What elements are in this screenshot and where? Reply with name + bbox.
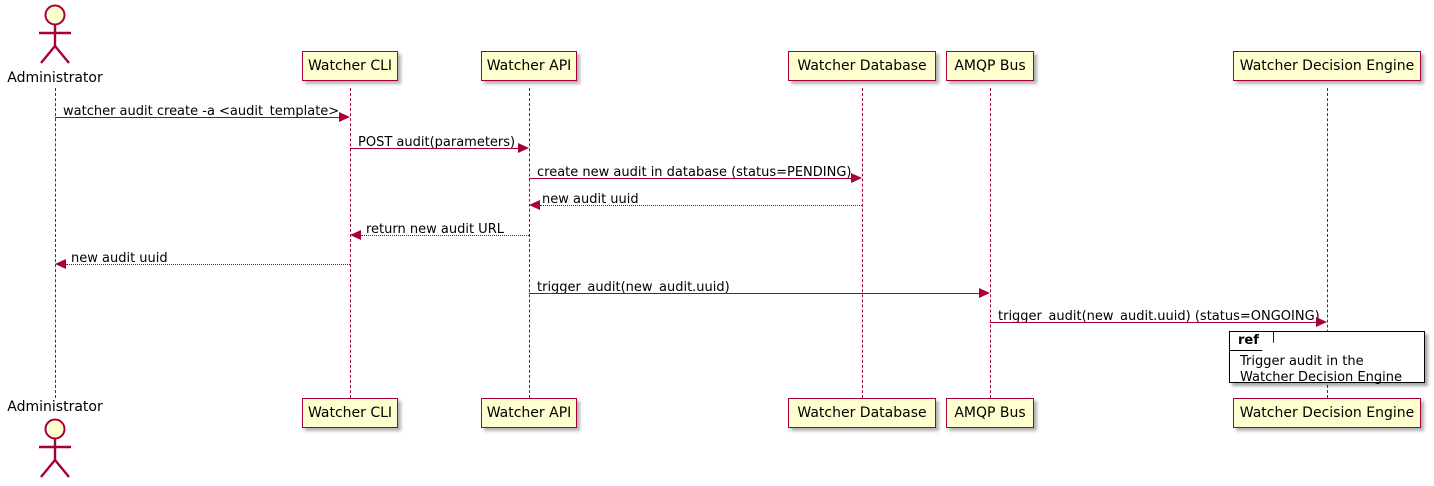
participant-label: Watcher Database [797,58,927,74]
message-label-m7: trigger_audit(new_audit.uuid) [537,280,730,295]
participant-label: AMQP Bus [954,405,1026,421]
participant-watcher-api-bottom[interactable]: Watcher API [481,398,577,428]
ref-keyword: ref [1230,332,1274,351]
participant-label: Watcher API [486,58,572,74]
message-label-m1: watcher audit create -a <audit_template> [63,104,340,119]
participant-watcher-cli-top[interactable]: Watcher CLI [302,51,398,81]
message-arrowhead-m1 [339,112,350,122]
actor-administrator-top[interactable] [25,4,85,70]
message-label-m3: create new audit in database (status=PEN… [537,165,852,180]
message-label-m8: trigger_audit(new_audit.uuid) (status=ON… [998,309,1320,324]
actor-administrator-bottom-label: Administrator [7,399,103,415]
participant-watcher-database-top[interactable]: Watcher Database [788,51,936,81]
message-arrowhead-m2 [518,143,529,153]
message-label-m6: new audit uuid [71,251,168,266]
message-label-m4: new audit uuid [542,192,639,207]
participant-label: Watcher Decision Engine [1239,58,1415,74]
message-arrowhead-m8 [1316,317,1327,327]
participant-label: Watcher Database [797,405,927,421]
participant-label: Watcher CLI [307,405,393,421]
ref-fragment-text: Trigger audit in the Watcher Decision En… [1240,354,1402,386]
actor-icon [39,418,71,478]
participant-label: Watcher Decision Engine [1239,405,1415,421]
participant-watcher-api-top[interactable]: Watcher API [481,51,577,81]
message-label-m5: return new audit URL [366,222,504,237]
actor-administrator-bottom[interactable] [25,418,85,484]
message-line-m8 [990,322,1316,323]
message-line-m7 [529,293,979,294]
actor-icon [39,4,71,64]
ref-fragment: ref Trigger audit in the Watcher Decisio… [1229,331,1425,385]
participant-amqp-bus-top[interactable]: AMQP Bus [946,51,1034,81]
participant-label: AMQP Bus [954,58,1026,74]
participant-label: Watcher CLI [307,58,393,74]
message-line-m2 [350,148,518,149]
participant-amqp-bus-bottom[interactable]: AMQP Bus [946,398,1034,428]
message-arrowhead-m7 [979,288,990,298]
actor-administrator-top-label: Administrator [7,70,103,86]
participant-watcher-decision-engine-bottom[interactable]: Watcher Decision Engine [1233,398,1421,428]
participant-watcher-decision-engine-top[interactable]: Watcher Decision Engine [1233,51,1421,81]
lifeline-watcher-database [862,88,863,398]
lifeline-watcher-api [529,88,530,398]
message-line-m5 [361,235,529,236]
lifeline-amqp-bus [990,88,991,398]
message-line-m1 [55,117,339,118]
message-line-m6 [66,264,350,265]
message-arrowhead-m3 [851,173,862,183]
message-arrowhead-m5 [350,230,361,240]
message-arrowhead-m6 [55,259,66,269]
message-label-m2: POST audit(parameters) [358,135,516,150]
message-arrowhead-m4 [529,200,540,210]
participant-watcher-database-bottom[interactable]: Watcher Database [788,398,936,428]
message-line-m3 [529,178,851,179]
lifeline-administrator [55,88,56,398]
participant-label: Watcher API [486,405,572,421]
lifeline-watcher-cli [350,88,351,398]
participant-watcher-cli-bottom[interactable]: Watcher CLI [302,398,398,428]
lifeline-watcher-decision-engine [1327,88,1328,398]
message-line-m4 [540,205,862,206]
